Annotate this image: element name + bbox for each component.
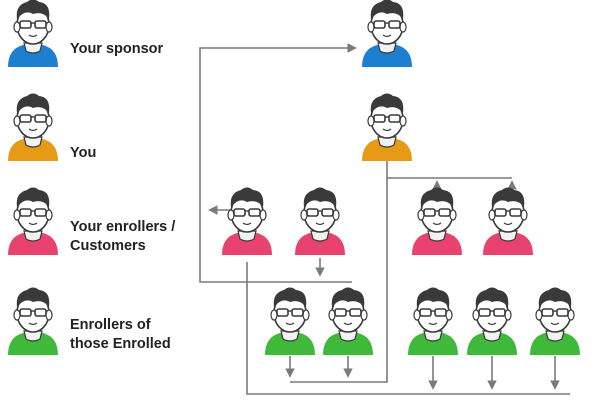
you-trunk-line [290, 160, 388, 383]
sponsor-loop-arrow [199, 43, 357, 283]
tree-enrolled-4-avatar-icon [467, 287, 517, 355]
tree-you-avatar-icon [362, 93, 412, 161]
tree-enroller-2-avatar-icon [295, 187, 345, 255]
legend-you-avatar-icon [8, 93, 58, 161]
legend-enroller-label: Your enrollers / Customers [70, 219, 176, 254]
bottom-rail-line [246, 262, 570, 395]
tree-enrolled-2-avatar-icon [323, 287, 373, 355]
tree-enroller-3-avatar-icon [412, 187, 462, 255]
legend-enroller-avatar-icon [8, 187, 58, 255]
legend-you-label: You [70, 145, 97, 161]
tree-enrolled-3-avatar-icon [408, 287, 458, 355]
legend-sponsor-label: Your sponsor [70, 41, 164, 57]
tree-enroller-4-avatar-icon [483, 187, 533, 255]
connector-lines [199, 43, 570, 395]
tree-sponsor-avatar-icon [362, 0, 412, 67]
tree-enrolled-1-avatar-icon [265, 287, 315, 355]
tree-enroller-1-avatar-icon [222, 187, 272, 255]
legend-enrolled-avatar-icon [8, 287, 58, 355]
tree-enrolled-5-avatar-icon [530, 287, 580, 355]
avatar-layer [8, 0, 580, 355]
legend-sponsor-avatar-icon [8, 0, 58, 67]
legend-enrolled-label: Enrollers of those Enrolled [70, 317, 171, 352]
